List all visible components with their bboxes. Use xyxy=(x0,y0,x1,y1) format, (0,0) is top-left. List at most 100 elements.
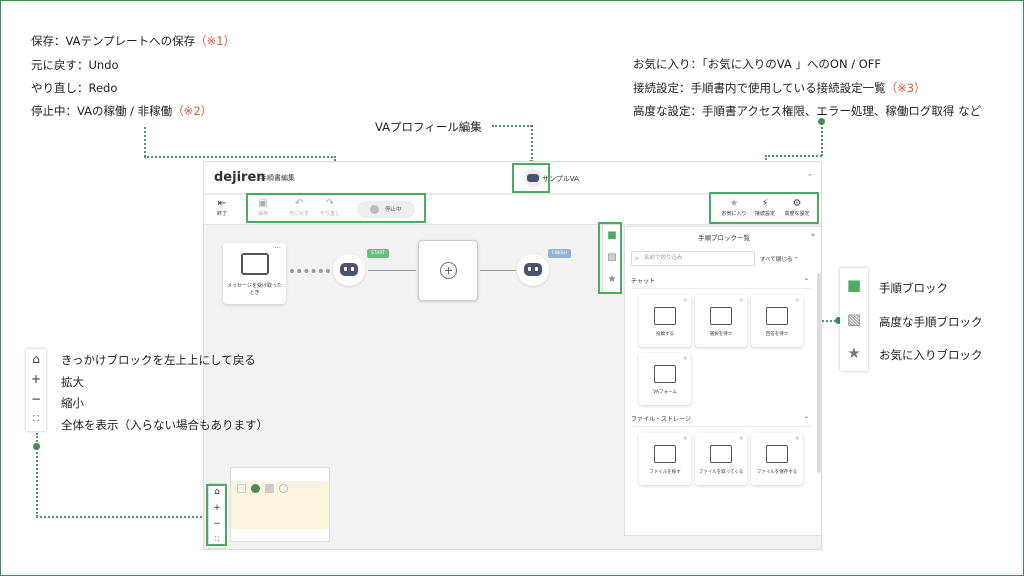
finish-badge: FINISH xyxy=(548,249,571,258)
zoom-out-button[interactable]: − xyxy=(213,519,221,529)
highlight-toolbar-right xyxy=(709,192,819,224)
note-va-profile: VAプロフィール編集 xyxy=(375,120,482,134)
legend-favorite-block: お気に入りブロック xyxy=(879,348,983,362)
undo-button[interactable]: ↶ 元に戻す xyxy=(284,197,314,218)
plus-icon: + xyxy=(30,372,42,386)
highlight-toolbar-left xyxy=(246,193,426,223)
block-card[interactable]: ★ファイルを探す xyxy=(639,433,691,485)
advanced-cube-icon: ▧ xyxy=(846,310,862,328)
note-save-ref: （※1） xyxy=(195,34,236,48)
star-icon[interactable]: ★ xyxy=(607,274,617,285)
search-placeholder: 名前で絞り込み xyxy=(644,255,683,261)
highlight-zoom xyxy=(206,484,227,546)
panel-title: 手順ブロック一覧 xyxy=(698,234,750,242)
chevron-up-icon: ⌃ xyxy=(803,278,809,285)
file-save-icon xyxy=(766,445,788,463)
guide-dot xyxy=(835,317,842,324)
favorite-button[interactable]: ★ お気に入り xyxy=(719,197,749,218)
file-search-icon xyxy=(654,445,676,463)
redo-button[interactable]: ↷ やり直し xyxy=(315,197,345,218)
trigger-node[interactable]: ··· メッセージを受け取ったとき xyxy=(223,243,286,304)
fit-icon: ⛶ xyxy=(33,414,39,423)
add-block-node[interactable]: + xyxy=(418,240,478,301)
section-chat[interactable]: チャット⌃ xyxy=(631,275,811,289)
block-panel: 手順ブロック一覧 » ⌕ 名前で絞り込み すべて閉じる ⌃ チャット⌃ ★投稿す… xyxy=(624,226,821,536)
note-redo: やり直し：Redo xyxy=(31,81,118,95)
legend-advanced-block: 高度な手順ブロック xyxy=(879,315,983,329)
guide-line xyxy=(144,127,146,157)
collapse-icon[interactable]: » xyxy=(810,231,815,239)
block-card[interactable]: ★回答を待つ xyxy=(751,295,803,347)
zoom-legend: ⌂ + − ⛶ xyxy=(26,349,46,431)
block-card[interactable]: ★ファイルを保存する xyxy=(751,433,803,485)
guide-line xyxy=(144,156,336,158)
guide-line xyxy=(531,125,533,163)
connector-line xyxy=(290,269,330,273)
star-icon: ★ xyxy=(729,198,739,209)
connector-line xyxy=(480,270,516,271)
undo-label: 元に戻す xyxy=(288,211,309,217)
save-icon: ▣ xyxy=(258,198,268,209)
cube-icon[interactable]: ■ xyxy=(607,230,617,241)
note-connections: 接続設定：手順書内で使用している接続設定一覧（※3） xyxy=(633,81,926,95)
home-icon: ⌂ xyxy=(32,352,40,366)
legend-zoom-out: 縮小 xyxy=(61,396,84,410)
exit-button[interactable]: ⇤ 終了 xyxy=(207,197,237,218)
close-all-button[interactable]: すべて閉じる ⌃ xyxy=(760,257,799,263)
va-name[interactable]: サンプルVA xyxy=(542,175,579,183)
connector-line xyxy=(368,270,416,271)
note-stopped-ref: （※2） xyxy=(172,104,213,118)
minus-icon: − xyxy=(30,392,42,406)
chevron-up-icon: ⌃ xyxy=(803,416,809,423)
search-input[interactable]: ⌕ 名前で絞り込み xyxy=(631,251,755,266)
connections-button[interactable]: ⚡ 接続設定 xyxy=(750,197,780,218)
message-icon xyxy=(241,253,269,275)
advanced-settings-button[interactable]: ⚙ 高度な設定 xyxy=(782,197,812,218)
section-file-storage[interactable]: ファイル・ストレージ⌃ xyxy=(631,413,811,427)
minimap[interactable] xyxy=(230,467,330,542)
connections-label: 接続設定 xyxy=(754,211,775,217)
panel-scrollbar[interactable] xyxy=(817,273,821,473)
zoom-controls: ⌂ + − ⛶ xyxy=(208,483,226,549)
finish-robot[interactable] xyxy=(517,254,549,286)
block-card[interactable]: ★選択を待つ xyxy=(695,295,747,347)
legend-fit: 全体を表示（入らない場合もあります） xyxy=(61,418,268,432)
block-type-legend: ■ ▧ ★ xyxy=(840,268,868,371)
flow-canvas[interactable]: ··· メッセージを受け取ったとき START + FINISH ⌂ + − xyxy=(204,226,600,549)
page-title: 手順書編集 xyxy=(260,174,295,182)
guide-line xyxy=(765,155,822,157)
block-card[interactable]: ★投稿する xyxy=(639,295,691,347)
guide-line xyxy=(36,516,206,518)
robot-icon xyxy=(527,174,539,182)
zoom-in-button[interactable]: + xyxy=(213,503,221,513)
highlight-block-tabs xyxy=(598,222,622,294)
guide-line xyxy=(36,433,38,517)
note-favorite: お気に入り：「お気に入りのVA 」へのON / OFF xyxy=(633,57,882,71)
form-icon xyxy=(654,365,676,383)
toggle-knob xyxy=(370,205,379,214)
advanced-cube-icon[interactable]: ▧ xyxy=(607,252,617,263)
stop-toggle[interactable]: 停止中 xyxy=(357,201,415,218)
block-card[interactable]: ★VAフォーム xyxy=(639,353,691,405)
start-robot[interactable] xyxy=(333,254,365,286)
plug-icon: ⚡ xyxy=(761,198,769,209)
favorite-label: お気に入り xyxy=(721,211,747,217)
exit-icon: ⇤ xyxy=(217,198,227,209)
home-icon[interactable]: ⌂ xyxy=(214,487,220,497)
cube-icon: ■ xyxy=(846,276,862,294)
save-button[interactable]: ▣ 保存 xyxy=(248,197,278,218)
chevron-up-icon[interactable]: ⌃ xyxy=(807,173,813,181)
legend-home: きっかけブロックを左上上にして戻る xyxy=(61,353,256,367)
note-undo: 元に戻す：Undo xyxy=(31,58,119,72)
fit-view-button[interactable]: ⛶ xyxy=(214,536,220,543)
guide-line xyxy=(821,120,823,156)
more-icon[interactable]: ··· xyxy=(274,244,281,252)
chat-answer-icon xyxy=(766,307,788,325)
note-connections-ref: （※3） xyxy=(885,81,926,95)
block-card[interactable]: ★ファイルを取ってくる xyxy=(695,433,747,485)
va-avatar[interactable] xyxy=(524,169,542,187)
note-advanced: 高度な設定：手順書アクセス権限、エラー処理、稼働ログ取得 など xyxy=(633,104,982,118)
chat-post-icon xyxy=(654,307,676,325)
note-save: 保存：VAテンプレートへの保存（※1） xyxy=(31,34,236,48)
guide-dot xyxy=(818,118,825,125)
